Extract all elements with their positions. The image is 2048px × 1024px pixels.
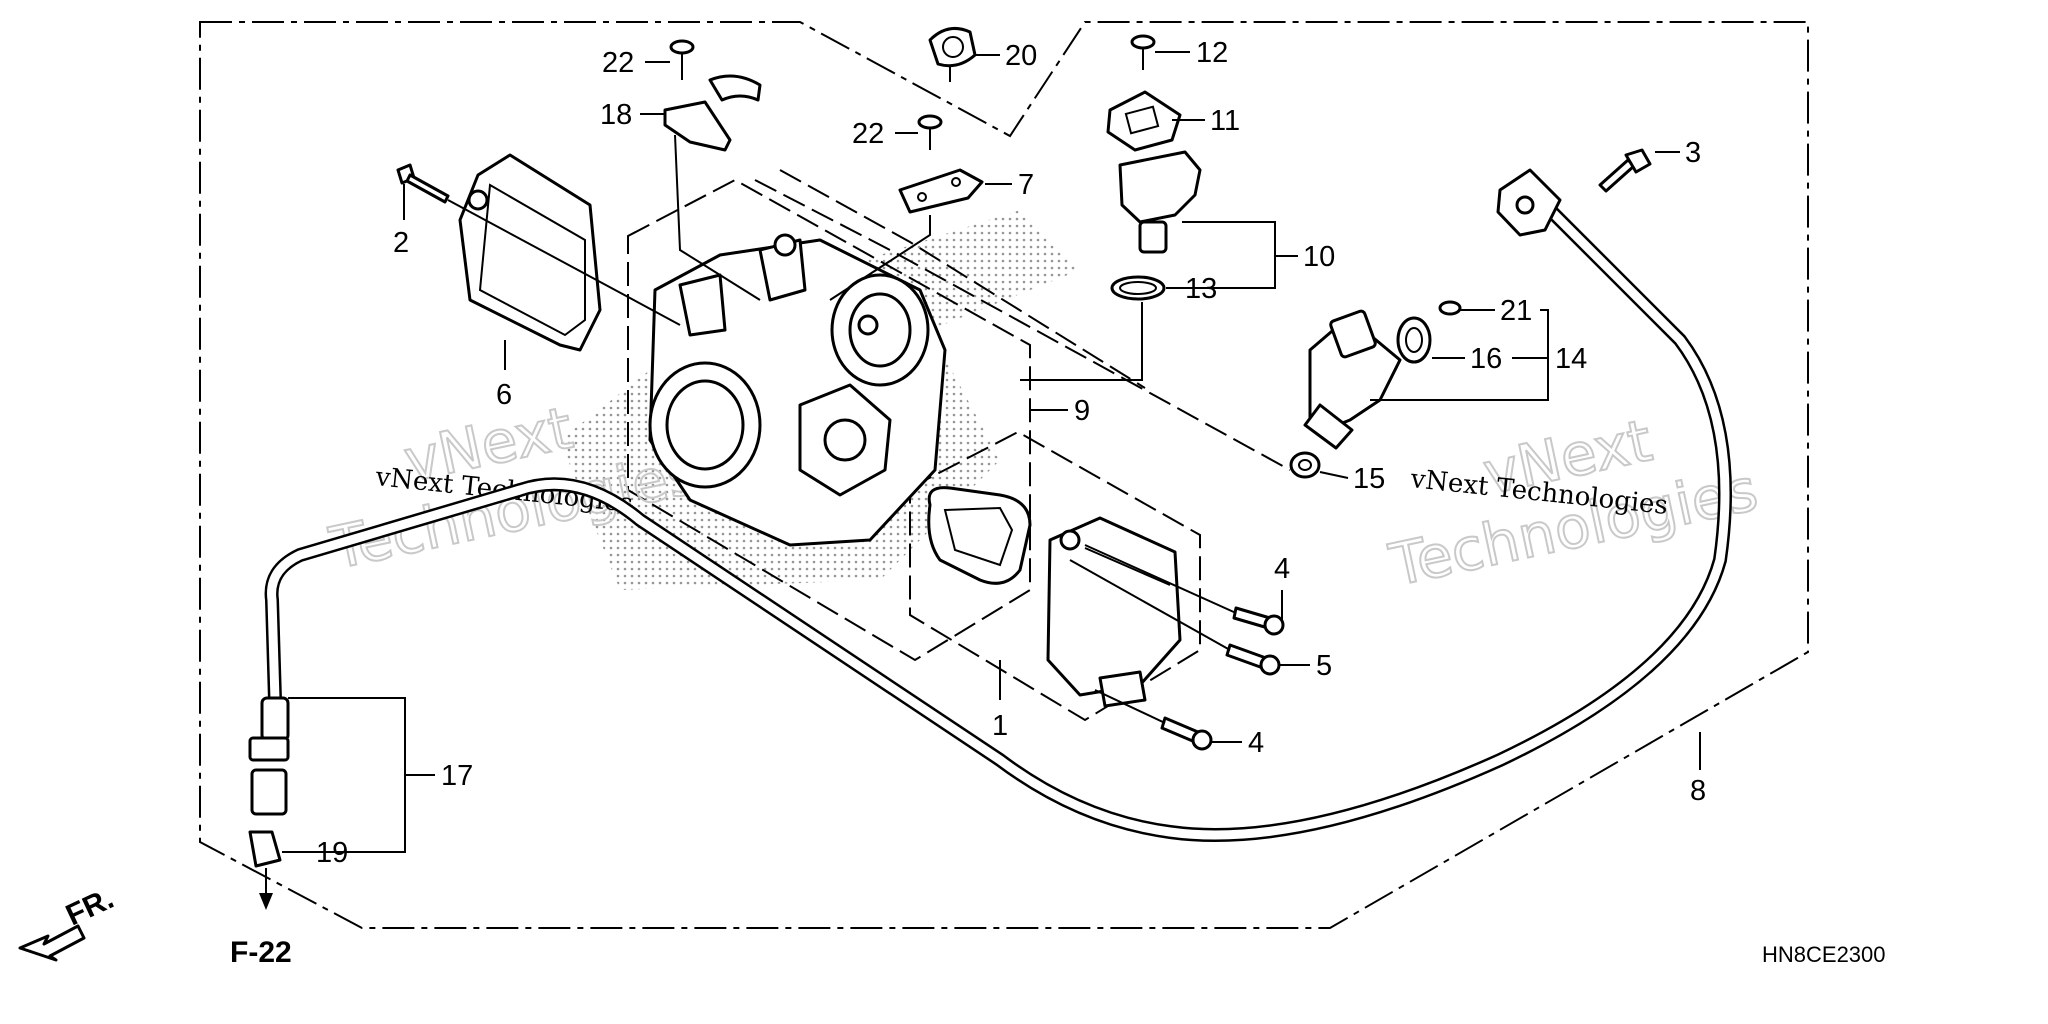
part-label-1: 1 bbox=[992, 710, 1008, 742]
page-reference[interactable]: F-22 bbox=[230, 936, 292, 969]
part-label-22-mid: 22 bbox=[852, 118, 884, 150]
part-label-4-top: 4 bbox=[1274, 553, 1290, 585]
part-label-6: 6 bbox=[496, 379, 512, 411]
o-ring-13-icon bbox=[1110, 275, 1166, 301]
part-label-3: 3 bbox=[1685, 137, 1701, 169]
injector-14 bbox=[1303, 309, 1402, 450]
fuel-hose bbox=[264, 203, 1732, 842]
front-indicator-label: FR. bbox=[61, 882, 119, 932]
bracket-18 bbox=[663, 74, 762, 152]
actuator bbox=[1046, 516, 1182, 708]
part-label-15: 15 bbox=[1353, 463, 1385, 495]
part-label-21: 21 bbox=[1500, 295, 1532, 327]
f22-arrow-head bbox=[259, 893, 273, 910]
leader-oring bbox=[1020, 302, 1143, 381]
sensor-body-10 bbox=[1118, 150, 1202, 254]
o-ring-21-icon bbox=[1438, 300, 1462, 316]
part-label-7: 7 bbox=[1018, 169, 1034, 201]
assembly-border bbox=[199, 21, 1809, 929]
sensor-flange-11 bbox=[1106, 90, 1182, 152]
part-label-18: 18 bbox=[600, 99, 632, 131]
throttle-cover bbox=[458, 153, 602, 352]
bolt-3-icon bbox=[1598, 148, 1652, 193]
part-label-2: 2 bbox=[393, 227, 409, 259]
part-label-12: 12 bbox=[1196, 37, 1228, 69]
gasket bbox=[927, 486, 1032, 585]
bolt-4-bottom-icon bbox=[1160, 716, 1213, 751]
part-label-20: 20 bbox=[1005, 40, 1037, 72]
bolt-2-icon bbox=[396, 163, 450, 204]
part-label-16: 16 bbox=[1470, 343, 1502, 375]
bracket-14 bbox=[1370, 309, 1549, 401]
part-label-4-bottom: 4 bbox=[1248, 727, 1264, 759]
part-label-10: 10 bbox=[1303, 241, 1335, 273]
o-ring-15-icon bbox=[1289, 451, 1321, 479]
hose-end-fitting bbox=[1496, 168, 1562, 237]
screw-22-top-icon bbox=[669, 39, 695, 80]
bracket-17 bbox=[282, 697, 406, 853]
part-label-22-top: 22 bbox=[602, 47, 634, 79]
leader-cover bbox=[447, 199, 681, 326]
injector-guide-box bbox=[754, 179, 1291, 471]
screw-22-mid-icon bbox=[917, 114, 943, 150]
leader-bolt4b bbox=[1094, 689, 1166, 724]
part-label-13: 13 bbox=[1185, 273, 1217, 305]
part-label-17: 17 bbox=[441, 760, 473, 792]
sensor-group-box bbox=[909, 430, 1201, 722]
part-label-19: 19 bbox=[316, 837, 348, 869]
plate-7 bbox=[898, 168, 984, 214]
front-arrow-icon bbox=[18, 924, 86, 962]
part-label-8: 8 bbox=[1690, 775, 1706, 807]
injector-guide-box-2 bbox=[779, 169, 1146, 389]
part-label-11: 11 bbox=[1210, 105, 1240, 137]
leader-plate bbox=[829, 215, 931, 301]
throttle-body-group-box bbox=[627, 178, 1031, 662]
leader-bolt4a bbox=[1084, 544, 1237, 614]
part-label-9: 9 bbox=[1074, 395, 1090, 427]
part-label-14: 14 bbox=[1555, 343, 1587, 375]
screw-12-icon bbox=[1130, 34, 1156, 70]
part-label-5: 5 bbox=[1316, 650, 1332, 682]
hose-connector-17 bbox=[248, 696, 290, 816]
leader-bracket bbox=[674, 134, 761, 301]
seal-16-icon bbox=[1396, 316, 1432, 364]
clip-19-icon bbox=[248, 830, 282, 868]
bolt-4-top-icon bbox=[1232, 606, 1285, 636]
diagram-code: HN8CE2300 bbox=[1762, 942, 1886, 967]
bolt-5-icon bbox=[1225, 643, 1281, 676]
leader-15 bbox=[1319, 471, 1349, 479]
throttle-body bbox=[648, 233, 947, 547]
clamp-20 bbox=[928, 26, 977, 82]
leader-bolt5 bbox=[1069, 559, 1231, 651]
